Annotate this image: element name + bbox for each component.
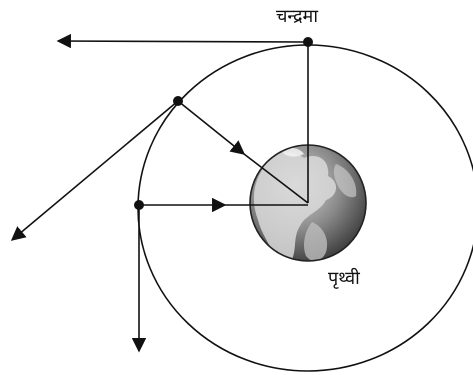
earth-label: पृथ्वी <box>328 270 360 288</box>
velocity-arrow-upper-left <box>12 101 178 240</box>
moon-dot-upper-left <box>173 96 183 106</box>
moon-dot-top <box>303 37 313 47</box>
velocity-arrow-top <box>58 41 308 42</box>
gravity-arrow-upper-left <box>178 101 244 154</box>
moon-dot-left <box>134 200 144 210</box>
moon-label: चन्द्रमा <box>276 8 318 26</box>
